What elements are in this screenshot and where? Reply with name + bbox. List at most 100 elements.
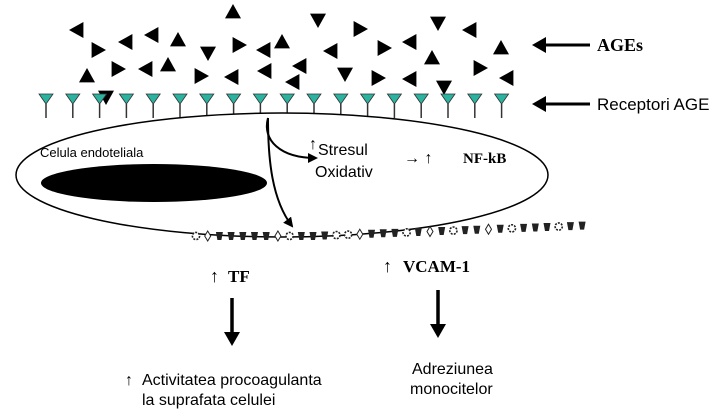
vcam-down-arrow-head [430,324,446,338]
oxidative-up-arrow: ↑ [309,136,317,153]
age-triangle-icon [160,57,176,72]
membrane-expression-arrow [267,117,294,228]
procoagulant-line2: la suprafata celulei [142,392,275,409]
surface-molecule-cup-icon [414,227,422,236]
age-triangle-icon [170,32,186,47]
age-triangle-icon [377,40,392,56]
surface-molecule-cup-icon [438,227,446,236]
adhesion-line2: monocitelor [410,381,493,398]
receptor-y-icon [91,93,108,118]
age-triangle-icon [499,70,514,86]
age-triangle-icon [292,58,307,74]
surface-molecule-flower-icon [554,222,564,231]
receptors-label: Receptori AGE [597,95,709,114]
age-triangle-icon [69,22,84,38]
age-triangle-icon [256,42,271,58]
surface-molecule-cup-icon [520,223,528,232]
age-triangle-icon [430,16,446,31]
surface-molecule-flower-icon [402,227,411,237]
tf-up-arrow: ↑ [210,266,219,286]
surface-molecule-flower-icon [343,230,353,240]
procoagulant-line1: Activitatea procoagulanta [142,372,322,389]
age-triangle-icon [424,50,440,65]
endothelial-cell [15,112,549,238]
age-triangle-icon [402,34,417,50]
oxidative-stress-arrow [265,117,318,163]
surface-molecule-diamond-icon [356,228,364,241]
age-triangle-icon [194,68,209,84]
receptors-pointer-arrow [532,96,590,112]
surface-molecule-flower-icon [285,231,294,241]
procoagulant-up-arrow: ↑ [125,372,133,389]
ages-label: AGEs [597,35,643,55]
surface-molecule-cup-icon [543,223,551,231]
surface-molecule-cup-icon [239,232,247,240]
age-triangle-icon [225,4,241,19]
oxidative-stress-line1: Stresul [318,142,368,159]
receptor-y-icon [493,93,510,118]
surface-molecule-cup-icon [379,229,387,238]
oxidative-stress-line2: Oxidativ [315,164,373,181]
cell-label: Celula endoteliala [40,145,144,160]
surface-molecule-cup-icon [227,232,235,240]
surface-molecule-diamond-icon [274,230,282,242]
tf-down-arrow-head [224,332,240,346]
age-triangle-icon [436,80,452,95]
surface-molecule-cup-icon [321,231,329,240]
surface-molecule-cup-icon [215,232,223,240]
receptor-y-icon [467,93,483,118]
age-triangle-icon [274,34,290,49]
receptor-y-icon [440,93,456,118]
age-triangle-icon [493,40,509,55]
age-triangle-icon [323,43,338,59]
age-triangle-icon [79,68,95,83]
surface-molecule-cup-icon [496,224,504,233]
age-triangle-icon [138,61,153,77]
age-triangle-icon [200,46,216,61]
age-triangle-icon [402,71,417,87]
surface-molecule-cup-icon [461,226,469,235]
age-triangle-icon [371,70,386,86]
receptor-y-icon [359,93,376,118]
receptor-y-icon [65,93,81,118]
age-triangle-icon [91,42,106,58]
age-triangle-icon [353,21,368,37]
tf-label: TF [228,267,250,286]
receptor-y-icon [413,93,429,118]
surface-molecule-flower-icon [507,223,517,233]
surface-molecule-cup-icon [473,225,481,234]
surface-molecule-cup-icon [368,229,375,238]
age-triangle-icon [224,69,239,85]
surface-molecule-diamond-icon [204,230,212,242]
surface-molecule-cup-icon [578,221,586,230]
adhesion-line1: Adreziunea [412,361,493,378]
surface-molecule-cup-icon [531,223,539,232]
surface-molecule-cup-icon [262,232,270,240]
surface-molecule-cup-icon [566,222,574,231]
surface-molecule-flower-icon [448,226,458,235]
receptor-y-icon [386,93,403,118]
age-triangle-icon [462,22,477,38]
nucleus [41,164,267,202]
age-triangle-icon [337,67,353,82]
receptor-y-icon [38,93,54,118]
age-triangle-icon [118,34,133,50]
age-triangle-icon [473,60,488,76]
vcam-up-arrow: ↑ [383,256,392,276]
surface-molecule-cup-icon [309,232,317,240]
age-triangle-icon [310,13,326,28]
age-triangle-icon [144,27,159,43]
surface-molecule-diamond-icon [426,225,434,238]
nfkb-label: NF-kB [463,151,506,167]
surface-molecule-cup-icon [391,228,399,237]
surface-molecule-diamond-icon [484,223,493,236]
surface-molecule-cup-icon [297,232,305,240]
nfkb-arrow: → ↑ [404,150,432,167]
receptor-y-icon [118,93,135,118]
ages-molecules [69,4,514,105]
surface-molecule-cup-icon [251,232,258,240]
age-triangle-icon [285,74,300,90]
surface-molecule-flower-icon [191,231,201,241]
